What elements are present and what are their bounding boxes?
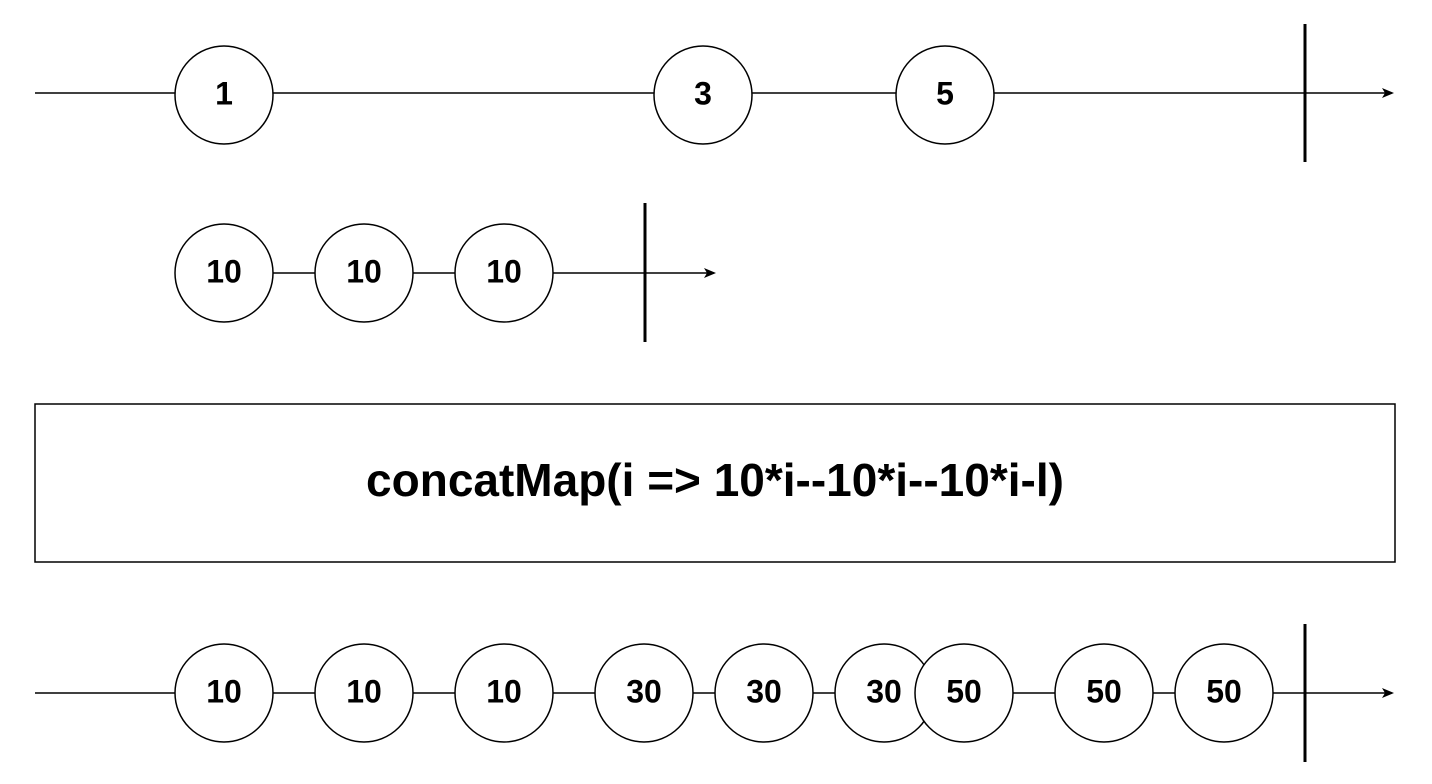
marble-label: 50 (946, 673, 982, 709)
marble-label: 10 (486, 253, 522, 289)
marble-circle (314, 223, 414, 323)
marble-label: 10 (346, 673, 382, 709)
marble: 30 (834, 643, 934, 743)
marble: 10 (454, 643, 554, 743)
marble: 30 (714, 643, 814, 743)
operator-label: concatMap(i => 10*i--10*i--10*i-l) (366, 454, 1064, 506)
marble-circle (895, 45, 995, 145)
marble-label: 10 (346, 253, 382, 289)
marble-circle (454, 223, 554, 323)
source-timeline: 1 3 5 (35, 24, 1394, 162)
marble: 10 (314, 643, 414, 743)
marble-circle (174, 45, 274, 145)
marble-circle (174, 223, 274, 323)
source-marbles: 1 3 5 (174, 45, 995, 145)
marble-circle (1174, 643, 1274, 743)
marble: 5 (895, 45, 995, 145)
marble: 10 (174, 223, 274, 323)
marble-circle (314, 643, 414, 743)
marble-label: 50 (1086, 673, 1122, 709)
marble-circle (454, 643, 554, 743)
marble-circle (174, 643, 274, 743)
marble-circle (914, 643, 1014, 743)
marble: 10 (454, 223, 554, 323)
marble-label: 1 (215, 75, 233, 111)
operator-box-frame (34, 403, 1396, 563)
marble: 3 (653, 45, 753, 145)
marble-label: 3 (694, 75, 712, 111)
inner-timeline: 10 10 10 (174, 203, 716, 342)
marble-circle (653, 45, 753, 145)
marble-label: 30 (866, 673, 902, 709)
inner-marbles: 10 10 10 (174, 223, 554, 323)
marble-circle (714, 643, 814, 743)
marble: 50 (914, 643, 1014, 743)
operator-box: concatMap(i => 10*i--10*i--10*i-l) (34, 403, 1396, 563)
marble-label: 50 (1206, 673, 1242, 709)
marble-label: 30 (626, 673, 662, 709)
marble-label: 10 (206, 253, 242, 289)
marble-circle (594, 643, 694, 743)
marble: 50 (1054, 643, 1154, 743)
marble: 50 (1174, 643, 1274, 743)
marble-circle (1054, 643, 1154, 743)
marble: 10 (174, 643, 274, 743)
marble: 10 (314, 223, 414, 323)
marble-label: 10 (486, 673, 522, 709)
output-timeline: 10 10 10 30 30 30 50 50 50 (35, 624, 1394, 762)
marble: 30 (594, 643, 694, 743)
marble-label: 10 (206, 673, 242, 709)
marble-label: 5 (936, 75, 954, 111)
marble-label: 30 (746, 673, 782, 709)
marble: 1 (174, 45, 274, 145)
output-marbles: 10 10 10 30 30 30 50 50 50 (174, 643, 1274, 743)
